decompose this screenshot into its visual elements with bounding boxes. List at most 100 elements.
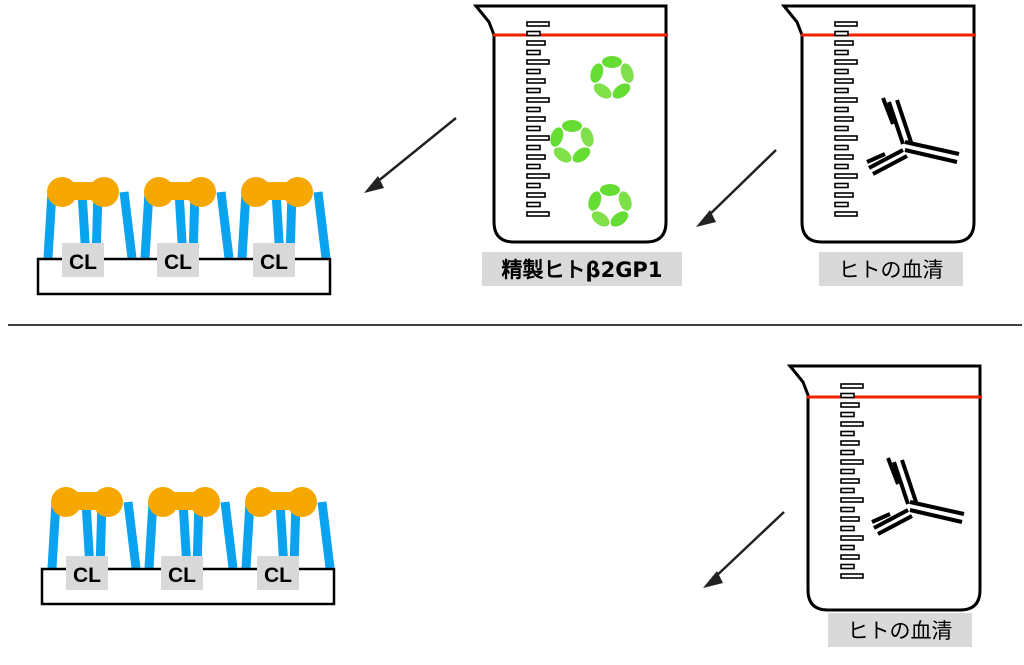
graduation-mark xyxy=(840,459,864,465)
graduation-mark xyxy=(526,106,541,113)
lipid-tail xyxy=(43,191,57,259)
antibody-chain xyxy=(895,99,913,143)
graduation-mark xyxy=(840,535,864,541)
arrow-serum-to-plate xyxy=(703,511,785,588)
svg-text:CL: CL xyxy=(264,564,292,587)
lipid-group xyxy=(241,487,335,569)
antibody-chain xyxy=(900,459,918,503)
graduation-mark xyxy=(526,78,546,84)
graduation-marks xyxy=(840,383,864,579)
graduation-mark xyxy=(840,402,860,408)
label-purified-b2gp1: 精製ヒトβ2GP1 xyxy=(482,252,682,286)
graduation-mark xyxy=(526,163,541,170)
graduation-mark xyxy=(834,173,858,179)
graduation-mark xyxy=(834,40,854,46)
graduation-mark xyxy=(526,173,550,179)
graduation-mark xyxy=(840,554,860,560)
graduation-mark xyxy=(526,30,541,37)
graduation-mark xyxy=(834,78,854,84)
graduation-mark xyxy=(834,192,854,198)
lipid-group xyxy=(47,487,141,569)
antibody-chain xyxy=(872,154,908,176)
graduation-mark xyxy=(834,68,849,75)
lipid-head xyxy=(245,487,275,517)
cl-label: CL xyxy=(62,243,104,277)
antibody-icon xyxy=(871,457,965,536)
svg-text:CL: CL xyxy=(260,251,288,274)
lipid-head xyxy=(283,177,313,207)
graduation-mark xyxy=(526,182,541,189)
graduation-mark xyxy=(526,40,546,46)
lipid-group xyxy=(140,177,234,259)
lipid-tail xyxy=(47,501,61,569)
protein-domain xyxy=(610,211,629,227)
svg-text:CL: CL xyxy=(164,251,192,274)
graduation-mark xyxy=(526,154,546,160)
antibody-icon xyxy=(866,97,960,176)
lipid-group xyxy=(237,177,331,259)
protein-domain xyxy=(550,127,564,147)
antibody-chain xyxy=(873,508,909,530)
lipid-head xyxy=(144,177,174,207)
lipid-tail xyxy=(241,501,255,569)
graduation-mark xyxy=(526,125,541,132)
lipid-group xyxy=(144,487,238,569)
graduation-mark xyxy=(834,49,849,56)
graduation-mark xyxy=(840,468,855,475)
beaker-purified-b2gp1 xyxy=(472,4,668,244)
protein-domain xyxy=(590,63,604,83)
protein-domain xyxy=(562,120,582,132)
graduation-mark xyxy=(526,192,546,198)
antibody-chain xyxy=(877,514,913,536)
graduation-mark xyxy=(840,449,855,456)
svg-text:CL: CL xyxy=(69,251,97,274)
lipid-head xyxy=(93,487,123,517)
protein-domain xyxy=(600,184,620,196)
lipid-tail xyxy=(119,191,137,259)
graduation-mark xyxy=(834,106,849,113)
graduation-mark xyxy=(834,163,849,170)
lipid-tail xyxy=(144,501,158,569)
lipid-head xyxy=(89,177,119,207)
graduation-mark xyxy=(840,478,860,484)
graduation-mark xyxy=(526,49,541,56)
antibody-light-chain xyxy=(871,512,891,524)
antibody-chain xyxy=(892,461,910,505)
graduation-mark xyxy=(834,154,854,160)
graduation-mark xyxy=(526,211,550,217)
lipid-tail xyxy=(123,501,141,569)
lipid-tail xyxy=(220,501,238,569)
lipid-tail xyxy=(313,191,331,259)
antibody-chain xyxy=(868,148,904,170)
lipid-tail xyxy=(237,191,251,259)
bottom-panel: CL CL CL ヒトの血清 xyxy=(40,364,982,647)
graduation-mark xyxy=(834,144,849,151)
graduation-mark xyxy=(526,201,541,208)
lipid-head xyxy=(186,177,216,207)
graduation-mark xyxy=(526,21,550,27)
protein-domain xyxy=(602,56,622,68)
lipid-tail xyxy=(140,191,154,259)
svg-text:CL: CL xyxy=(73,564,101,587)
graduation-mark xyxy=(834,59,858,65)
graduation-mark xyxy=(840,430,855,437)
graduation-mark xyxy=(526,135,550,141)
graduation-marks xyxy=(834,21,858,217)
graduation-mark xyxy=(834,116,854,122)
graduation-mark xyxy=(834,97,858,103)
protein-domain xyxy=(593,83,612,99)
graduation-mark xyxy=(526,68,541,75)
label-human-serum: ヒトの血清 xyxy=(819,252,963,286)
graduation-mark xyxy=(840,487,855,494)
green-protein-rings-icon xyxy=(550,56,634,227)
protein-domain xyxy=(580,127,594,147)
label-human-serum: ヒトの血清 xyxy=(828,613,972,647)
lipid-head xyxy=(190,487,220,517)
graduation-mark xyxy=(834,30,849,37)
lipid-tail xyxy=(216,191,234,259)
cl-label: CL xyxy=(253,243,295,277)
graduation-mark xyxy=(526,87,541,94)
lipid-head xyxy=(51,487,81,517)
graduation-mark xyxy=(840,383,864,389)
bottom-cl-plate: CL CL CL xyxy=(40,487,336,606)
